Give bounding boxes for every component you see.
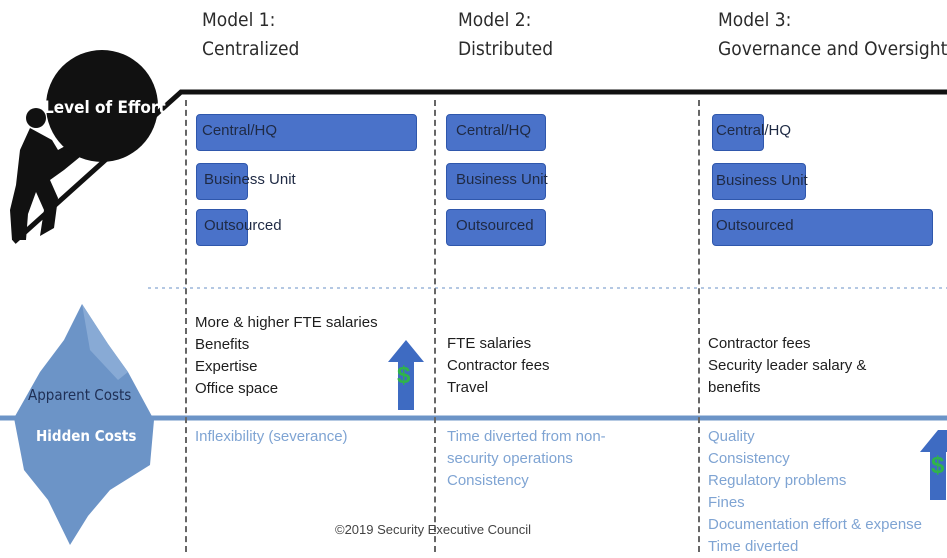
iceberg-tip-shade — [82, 304, 128, 380]
list-item: Contractor fees — [447, 357, 550, 374]
list-item: Time diverted from non- — [447, 428, 606, 445]
model-2-title: Model 2: Distributed — [458, 9, 554, 60]
m1-outsourced-label: Outsourced — [204, 217, 282, 234]
apparent-costs-label: Apparent Costs — [28, 386, 132, 404]
effort-slope-line — [12, 89, 947, 244]
m2-apparent-costs: FTE salaries Contractor fees Travel — [447, 333, 550, 399]
copyright-text: ©2019 Security Executive Council — [335, 522, 532, 537]
list-item: More & higher FTE salaries — [195, 314, 378, 331]
hidden-costs-label: Hidden Costs — [36, 427, 137, 445]
list-item: Consistency — [447, 472, 529, 489]
list-item: Time diverted — [708, 538, 799, 555]
list-item: benefits — [708, 379, 761, 396]
model-2-divider — [434, 100, 436, 552]
model1-central-bar — [196, 114, 417, 151]
m3-business-label: Business Unit — [716, 172, 808, 189]
m3-apparent-costs: Contractor fees Security leader salary &… — [708, 333, 866, 399]
list-item: Expertise — [195, 358, 258, 375]
boulder-icon — [46, 50, 158, 162]
model-1-title: Model 1: Centralized — [202, 9, 300, 60]
list-item: Benefits — [195, 336, 250, 353]
list-item: Consistency — [708, 450, 790, 467]
model-3-divider — [698, 100, 700, 552]
cost-up-arrow-2-icon — [920, 430, 947, 500]
model1-outsourced-bar — [196, 209, 248, 246]
model1-business-bar — [196, 163, 248, 200]
list-item: FTE salaries — [447, 335, 532, 352]
list-item: Fines — [708, 494, 745, 511]
model3-central-bar — [712, 114, 764, 151]
m2-outsourced-label: Outsourced — [456, 217, 534, 234]
list-item: security operations — [447, 450, 573, 467]
level-of-effort-label: Level of Effort — [44, 98, 166, 118]
m2-hidden-costs: Time diverted from non- security operati… — [447, 426, 606, 492]
dollar-icon-2: $ — [931, 452, 945, 479]
iceberg-icon — [14, 304, 154, 545]
model-1-divider — [185, 100, 187, 552]
list-item: Quality — [708, 428, 755, 445]
m1-central-label: Central/HQ — [202, 122, 278, 139]
list-item: Documentation effort & expense — [708, 516, 923, 533]
m1-business-label: Business Unit — [204, 171, 296, 188]
model2-business-bar — [446, 163, 546, 200]
m2-central-label: Central/HQ — [456, 122, 532, 139]
model2-central-bar — [446, 114, 546, 151]
list-item: Office space — [195, 380, 279, 397]
list-item: Regulatory problems — [708, 472, 847, 489]
dollar-icon: $ — [397, 362, 411, 389]
list-item: Travel — [447, 379, 489, 396]
list-item: Security leader salary & — [708, 357, 867, 374]
m2-business-label: Business Unit — [456, 171, 548, 188]
m1-hidden-costs: Inflexibility (severance) — [195, 426, 348, 448]
list-item: Contractor fees — [708, 335, 811, 352]
model3-business-bar — [712, 163, 806, 200]
m3-central-label: Central/HQ — [716, 122, 792, 139]
model3-outsourced-bar — [712, 209, 933, 246]
m1-apparent-costs: More & higher FTE salaries Benefits Expe… — [195, 312, 378, 400]
cost-up-arrow-1-icon — [388, 340, 424, 410]
model2-outsourced-bar — [446, 209, 546, 246]
climber-icon — [10, 108, 86, 240]
m3-outsourced-label: Outsourced — [716, 217, 794, 234]
m3-hidden-costs: Quality Consistency Regulatory problems … — [708, 426, 922, 558]
list-item: Inflexibility (severance) — [195, 428, 348, 445]
model-3-title: Model 3: Governance and Oversight — [718, 9, 947, 60]
